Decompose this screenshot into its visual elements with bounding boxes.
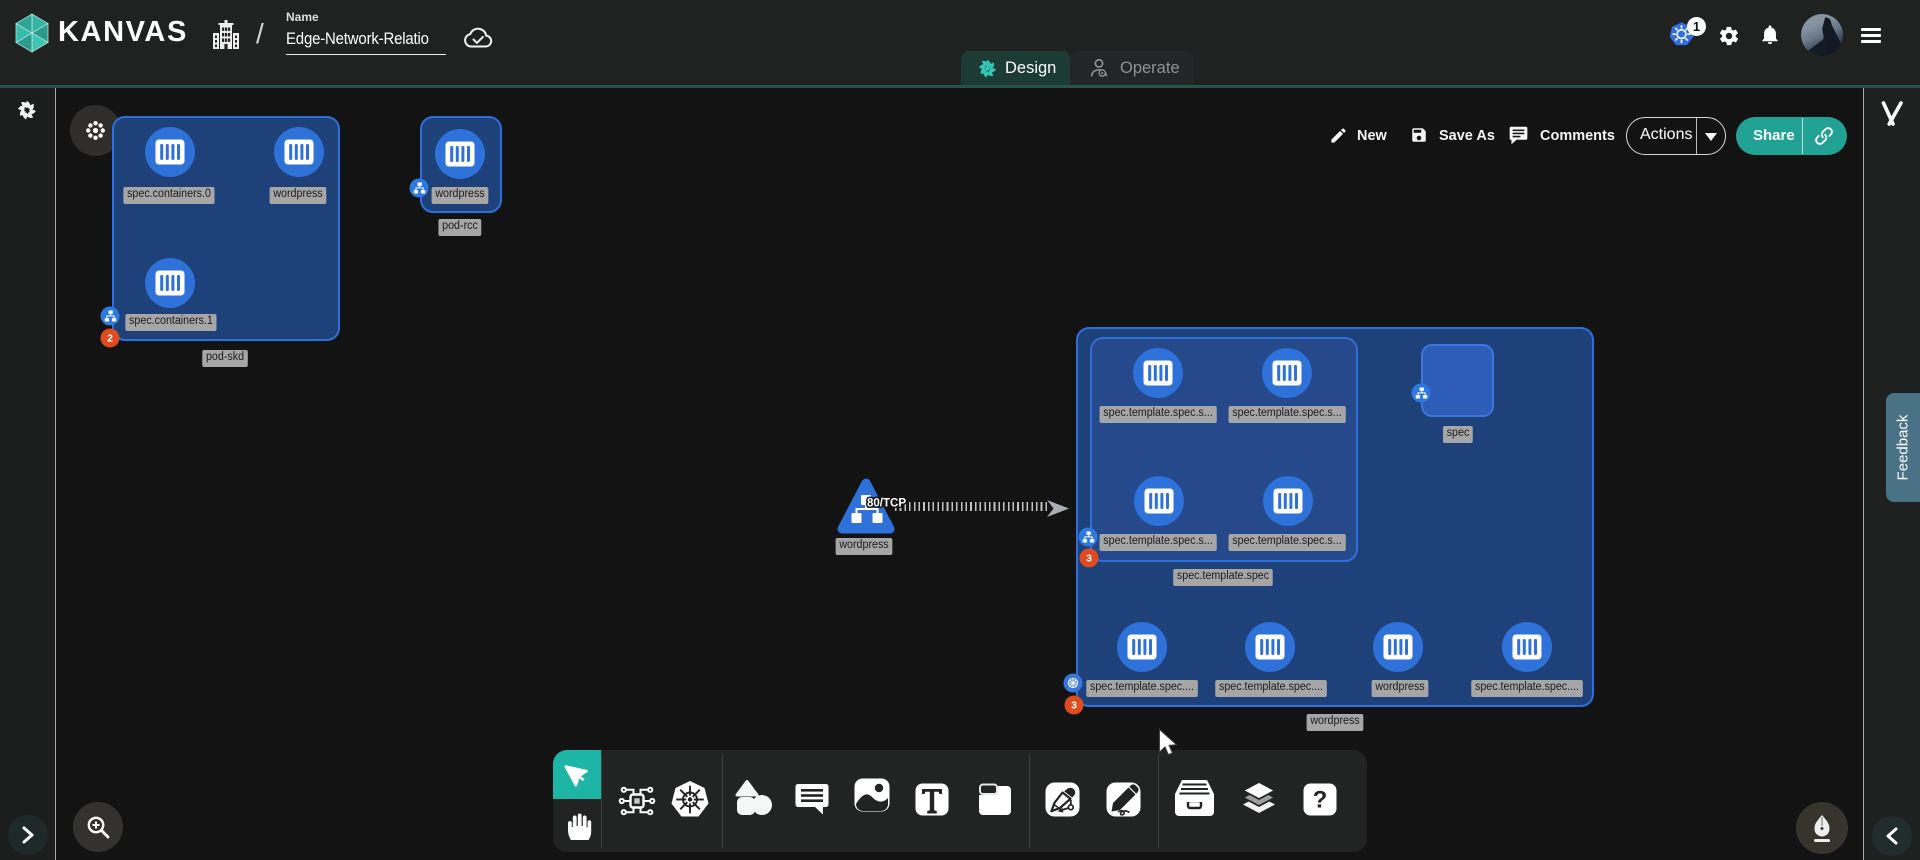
svg-text:80/TCP: 80/TCP xyxy=(867,498,906,510)
svg-text:?: ? xyxy=(1313,787,1328,814)
